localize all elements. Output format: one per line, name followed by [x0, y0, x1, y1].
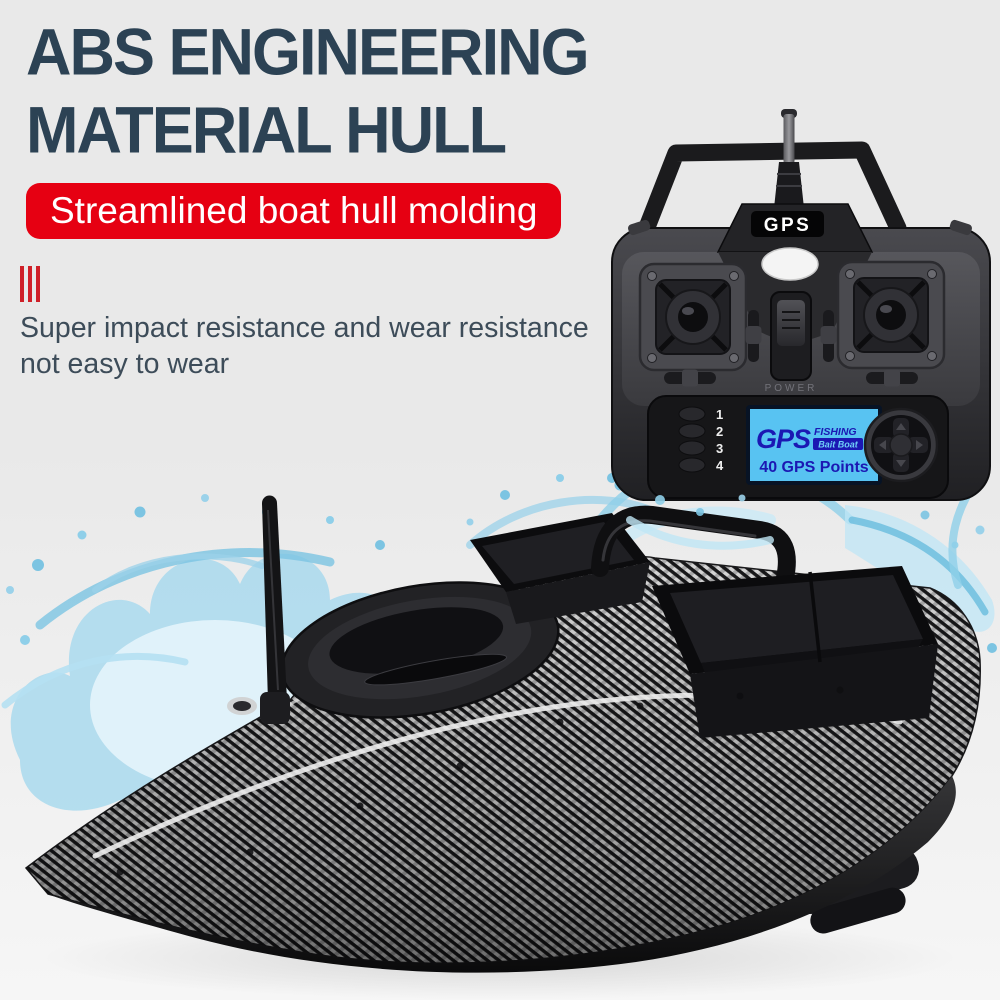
- bait-hopper-right: [652, 566, 938, 738]
- left-toggle-switch: [628, 219, 651, 236]
- screen-feature-text: 40 GPS Points: [759, 459, 868, 476]
- trim-sliders: [664, 369, 918, 387]
- remote-handle: [633, 141, 907, 249]
- channel-4-label: 4: [716, 458, 724, 473]
- boat-antenna: [260, 495, 290, 724]
- feature-banner: Streamlined boat hull molding: [26, 183, 562, 239]
- screen-brand-sub: Bait Boat: [818, 440, 859, 450]
- bait-boat: [24, 495, 982, 1000]
- remote-antenna: [774, 109, 804, 208]
- side-sliders: [745, 310, 837, 362]
- screen-brand-main: GPS: [756, 424, 811, 454]
- channel-buttons: 1 2 3 4: [678, 406, 724, 473]
- remote-controller: GPS: [611, 109, 991, 501]
- lcd-screen: GPS FISHING Bait Boat 40 GPS Points: [746, 405, 882, 485]
- red-accent-bar: [36, 266, 40, 302]
- red-accent-bar: [20, 266, 24, 302]
- hull-bottom-band: [48, 776, 956, 973]
- page-title: ABS ENGINEERING MATERIAL HULL: [26, 14, 590, 170]
- gps-badge-label: GPS: [764, 215, 812, 236]
- boat-handle: [591, 505, 796, 587]
- power-label: POWER: [765, 383, 818, 394]
- right-joystick: [836, 260, 946, 370]
- deck-screws: [116, 686, 844, 876]
- foreground-droplets: [626, 494, 959, 550]
- deck-hatch: [280, 581, 560, 719]
- description-line-2: not easy to wear: [20, 348, 230, 380]
- right-toggle-switch: [949, 219, 972, 236]
- channel-2-label: 2: [716, 424, 723, 439]
- power-oval: [761, 247, 819, 281]
- feature-banner-text: Streamlined boat hull molding: [50, 190, 538, 231]
- power-switch: POWER: [765, 291, 818, 394]
- red-accent-bars: [20, 266, 40, 302]
- red-accent-bar: [28, 266, 32, 302]
- left-joystick: [638, 262, 748, 372]
- headline-line-1: ABS ENGINEERING: [26, 16, 590, 89]
- description-line-1: Super impact resistance and wear resista…: [20, 312, 589, 344]
- screen-brand-top: FISHING: [814, 426, 857, 438]
- dpad: [863, 407, 939, 483]
- channel-1-label: 1: [716, 407, 723, 422]
- headline-line-2: MATERIAL HULL: [26, 94, 507, 167]
- channel-3-label: 3: [716, 441, 723, 456]
- feature-description: Super impact resistance and wear resista…: [20, 310, 589, 382]
